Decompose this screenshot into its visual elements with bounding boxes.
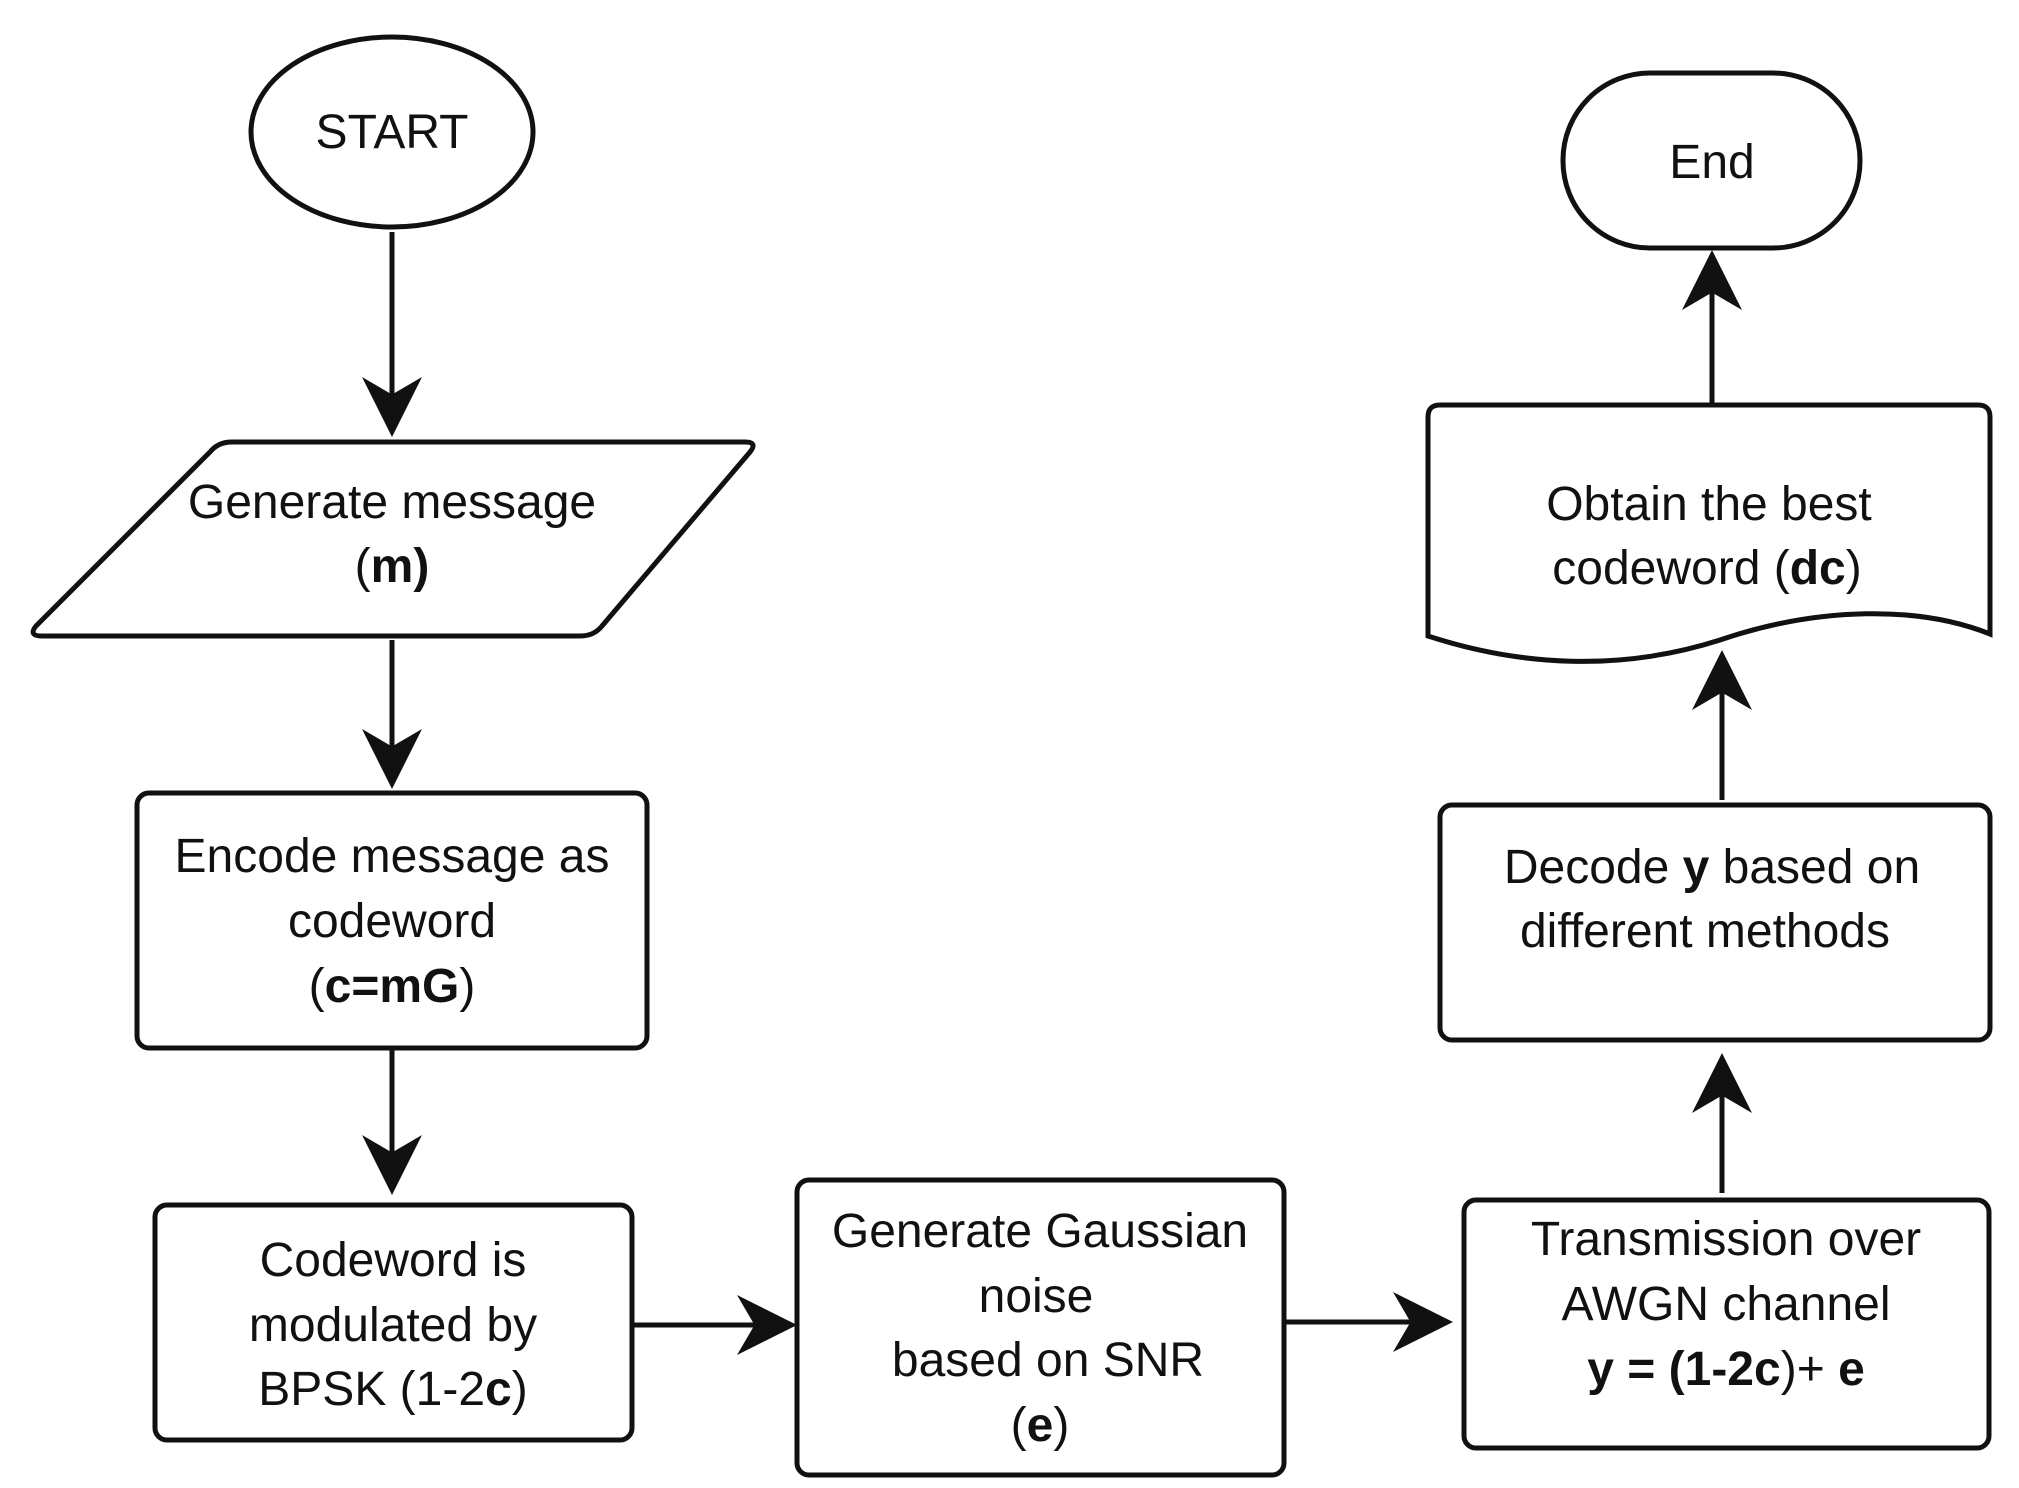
modulate-var: c — [485, 1363, 512, 1416]
start-node: START — [248, 34, 536, 230]
best-codeword-var: dc — [1790, 542, 1846, 595]
decode-line2: different methods — [1520, 905, 1890, 958]
decode-node: Decode y based on different methods — [1437, 802, 1993, 1043]
transmission-codeword-var: c — [1754, 1343, 1781, 1396]
modulate-line1: Codeword is — [260, 1234, 527, 1287]
noise-line4: (e) — [1011, 1399, 1070, 1452]
best-codeword-node: Obtain the best codeword (dc) — [1425, 402, 1993, 664]
modulate-node: Codeword is modulated by BPSK (1-2c) — [152, 1202, 635, 1443]
end-label: End — [1669, 136, 1754, 189]
generate-message-line2: (m) — [355, 540, 430, 593]
decode-line1: Decode y based on — [1504, 841, 1920, 894]
noise-var: e — [1027, 1399, 1054, 1452]
noise-line1: Generate Gaussian — [832, 1205, 1248, 1258]
modulate-line3: BPSK (1-2c) — [258, 1363, 527, 1416]
best-codeword-line1: Obtain the best — [1546, 478, 1872, 531]
message-var: m — [371, 540, 414, 593]
transmission-line2: AWGN channel — [1561, 1278, 1890, 1331]
encode-line1: Encode message as — [175, 830, 610, 883]
encode-line3: (c=mG) — [309, 960, 476, 1013]
noise-line3: based on SNR — [892, 1334, 1204, 1387]
transmission-line1: Transmission over — [1531, 1213, 1921, 1266]
modulate-line2: modulated by — [249, 1299, 537, 1352]
codeword-var: c=mG — [325, 960, 460, 1013]
transmission-noise-var: e — [1838, 1343, 1865, 1396]
generate-message-line1: Generate message — [188, 476, 596, 529]
best-codeword-line2: codeword (dc) — [1552, 542, 1861, 595]
end-node: End — [1560, 70, 1863, 251]
noise-node: Generate Gaussian noise based on SNR (e) — [794, 1177, 1287, 1478]
encode-line2: codeword — [288, 895, 496, 948]
encode-node: Encode message as codeword (c=mG) — [134, 790, 650, 1051]
start-label: START — [316, 106, 469, 159]
noise-line2: noise — [979, 1270, 1094, 1323]
decode-var: y — [1683, 841, 1710, 894]
received-var: y — [1587, 1343, 1614, 1396]
generate-message-node: Generate message (m) — [30, 439, 756, 639]
transmission-equation: y = (1-2c)+ e — [1587, 1343, 1865, 1396]
transmission-node: Transmission over AWGN channel y = (1-2c… — [1461, 1197, 1992, 1451]
